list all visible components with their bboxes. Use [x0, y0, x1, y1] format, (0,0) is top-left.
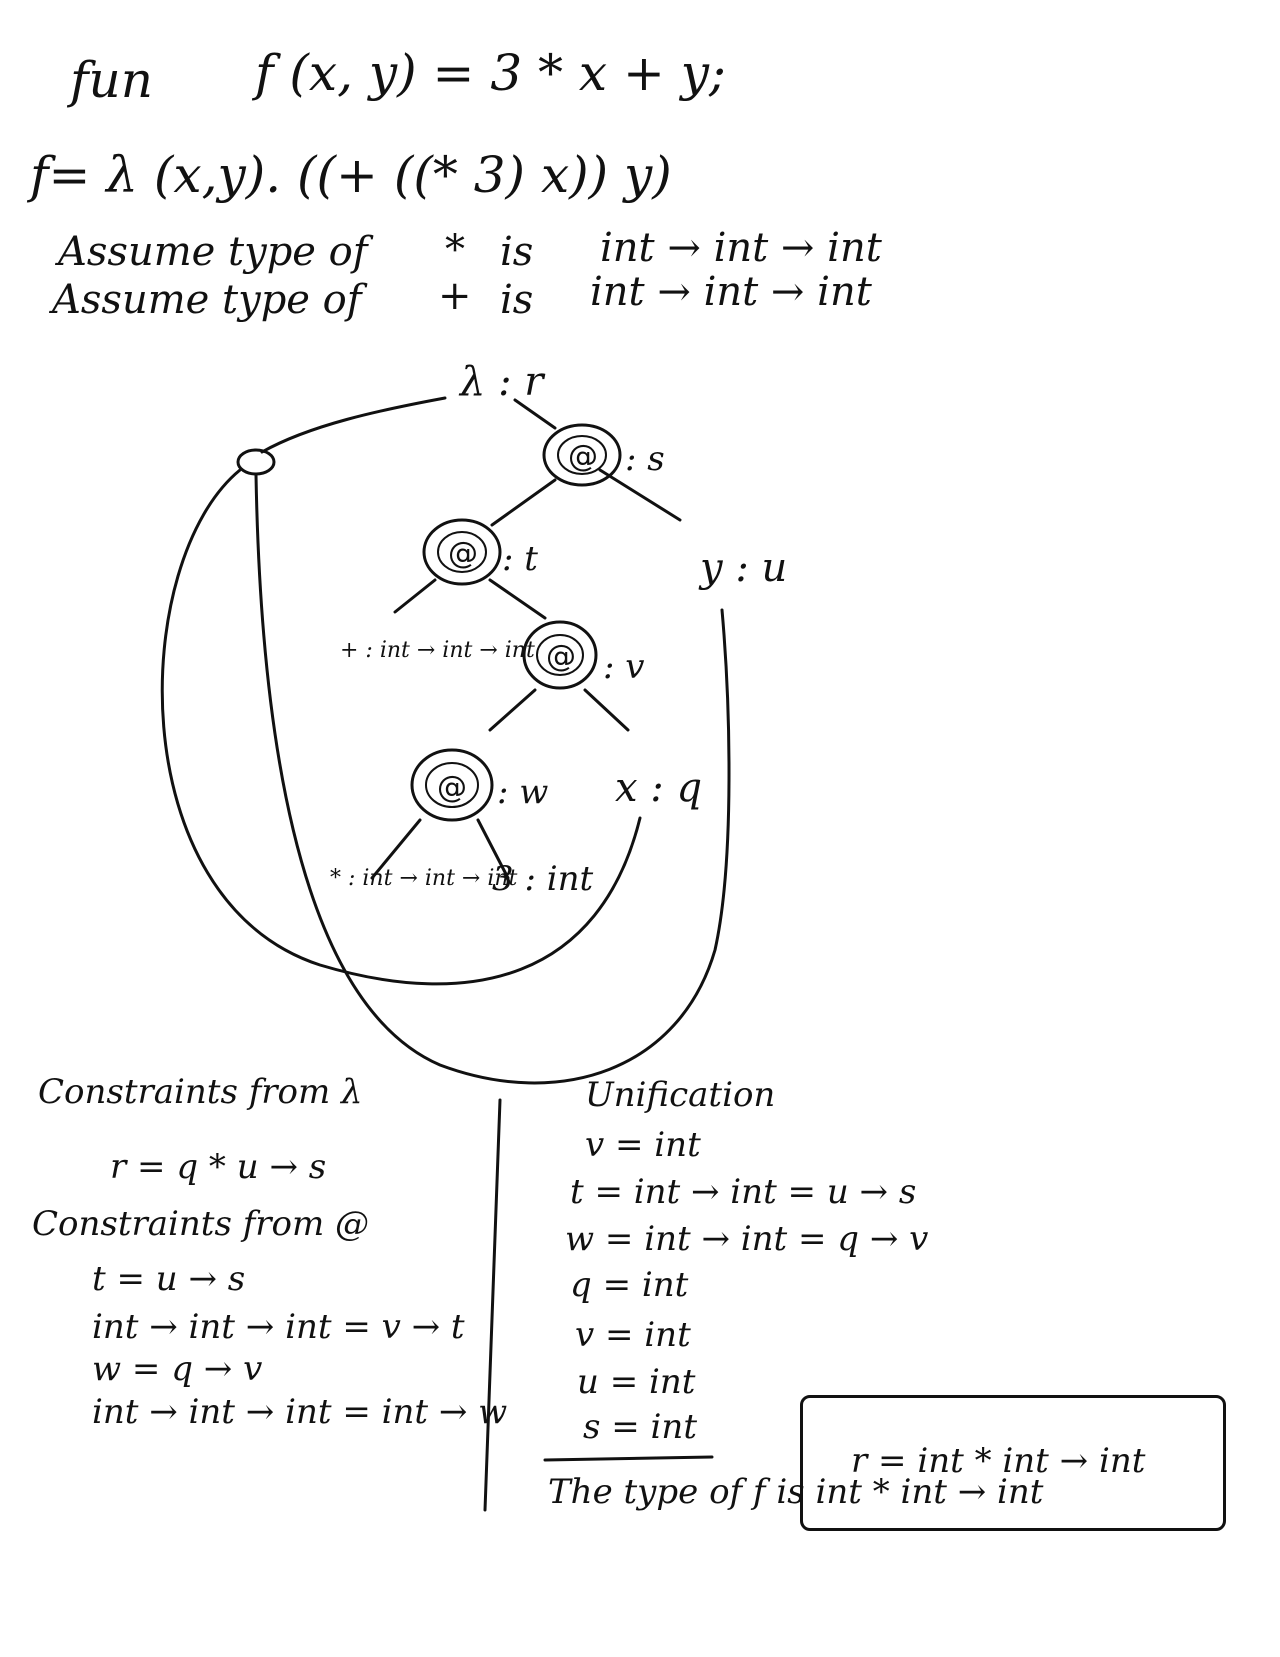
boxed-result: r = int * int → int [851, 1441, 1146, 1481]
edge-app-t-to-plus [393, 578, 437, 614]
constraint-app-2: int → int → int = v → t [92, 1307, 465, 1347]
edge-app-s-to-y [598, 468, 682, 522]
constraint-lambda-1: r = q * u → s [110, 1147, 327, 1187]
unification-step-3: w = int → int = q → v [565, 1219, 929, 1259]
binder-node [236, 448, 276, 476]
unification-step-5: v = int [575, 1315, 691, 1355]
result-box: r = int * int → int [800, 1395, 1226, 1531]
unification-step-7: s = int [583, 1407, 697, 1447]
edge-app-w-to-three [476, 818, 510, 880]
edge-lambda-to-app-s [513, 398, 557, 430]
constraints-lambda-heading: Constraints from λ [38, 1072, 363, 1112]
edge-lambda-to-binder [260, 396, 447, 454]
app-v-label: : v [603, 647, 645, 687]
constraint-app-1: t = u → s [92, 1259, 246, 1299]
assume-plus-is: is [500, 277, 534, 323]
app-node-t: @ [422, 518, 502, 586]
conclusion-underline [543, 1455, 714, 1462]
app-s-label: : s [625, 439, 665, 479]
assume-times-op: * [445, 227, 465, 273]
function-definition: f (x, y) = 3 * x + y; [255, 44, 726, 102]
fun-keyword: fun [70, 51, 153, 109]
constraint-app-3: w = q → v [92, 1349, 263, 1389]
unification-step-1: v = int [585, 1125, 701, 1165]
assume-plus-type: int → int → int [590, 269, 872, 315]
constraint-app-4: int → int → int = int → w [92, 1392, 508, 1432]
app-node-w: @ [410, 748, 494, 822]
app-node-s: @ [542, 423, 622, 487]
assume-plus-prefix: Assume type of [52, 277, 362, 323]
app-symbol-s: @ [568, 439, 598, 474]
lambda-form: f= λ (x,y). ((+ ((* 3) x)) y) [30, 146, 672, 204]
unification-step-6: u = int [577, 1362, 696, 1402]
x-node-label: x : q [615, 765, 703, 811]
assume-times-type: int → int → int [600, 225, 882, 271]
unification-step-4: q = int [570, 1265, 689, 1305]
app-symbol-v: @ [546, 639, 576, 674]
type-conclusion: The type of f is int * int → int [548, 1472, 1044, 1512]
constraints-app-heading: Constraints from @ [32, 1204, 370, 1244]
y-node-label: y : u [700, 545, 788, 591]
edge-app-v-to-x [583, 688, 630, 732]
app-symbol-t: @ [448, 536, 478, 571]
section-divider [483, 1098, 502, 1512]
assume-times-prefix: Assume type of [58, 229, 368, 275]
three-node-label: 3 : int [492, 859, 594, 899]
unification-step-2: t = int → int = u → s [570, 1172, 917, 1212]
app-w-label: : w [497, 772, 549, 812]
assume-plus-op: + [438, 273, 472, 319]
edge-app-w-to-times [370, 818, 422, 880]
times-node-label: * : int → int → int [330, 866, 518, 891]
app-symbol-w: @ [437, 770, 467, 805]
edge-binder-to-y [254, 473, 731, 1085]
edge-app-v-to-app-w [488, 688, 537, 732]
plus-node-label: + : int → int → int [340, 638, 535, 663]
unification-heading: Unification [585, 1075, 776, 1115]
edge-app-t-to-app-v [488, 578, 547, 620]
root-lambda-label: λ : r [460, 359, 544, 405]
edge-app-s-to-app-t [490, 478, 557, 527]
app-node-v: @ [522, 620, 598, 690]
app-t-label: : t [502, 539, 538, 579]
edge-binder-to-x [160, 468, 642, 986]
assume-times-is: is [500, 229, 534, 275]
